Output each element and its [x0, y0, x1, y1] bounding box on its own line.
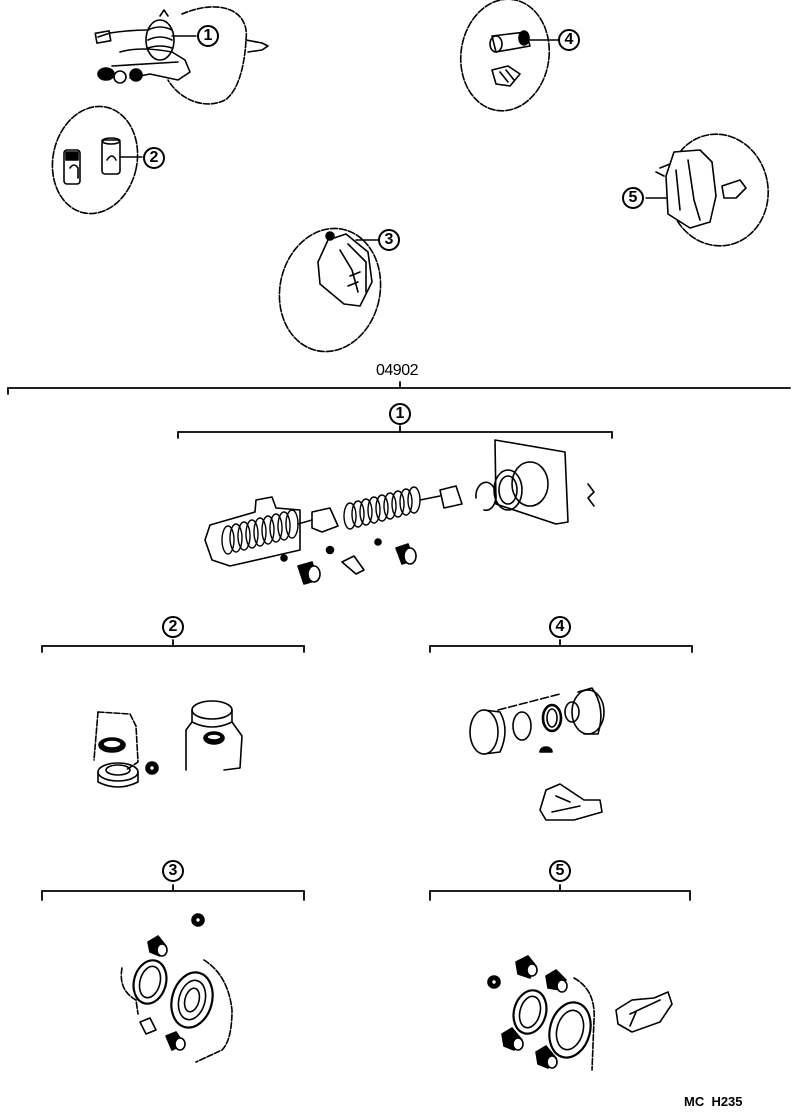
kit-group-1-bracket	[177, 425, 613, 439]
callout-5-overview: 5	[622, 187, 644, 209]
kit-group-5-parts	[487, 955, 673, 1071]
kit-main-bracket	[7, 381, 791, 395]
callout-number: 1	[395, 405, 405, 422]
figure-code: MC H235	[684, 1094, 743, 1109]
callout-5-group: 5	[549, 860, 571, 882]
kit-group-4-parts	[469, 687, 605, 821]
callout-number: 4	[555, 618, 565, 635]
kit-part-number: 04902	[376, 362, 419, 379]
overview-rear-caliper-illustration	[278, 227, 382, 353]
overview-drum-wheel-cylinder-illustration	[459, 0, 559, 112]
callout-4-group: 4	[549, 616, 571, 638]
kit-group-4-bracket	[429, 639, 693, 653]
callout-4-overview: 4	[558, 29, 580, 51]
callout-1-overview: 1	[197, 25, 219, 47]
overview-master-cylinder-illustration	[94, 6, 269, 105]
callout-number: 5	[628, 189, 638, 206]
callout-number: 3	[384, 231, 394, 248]
overview-front-caliper-illustration	[645, 133, 769, 247]
callout-2-group: 2	[162, 616, 184, 638]
kit-group-2-bracket	[41, 639, 305, 653]
kit-group-1-parts	[204, 439, 595, 585]
callout-2-overview: 2	[143, 147, 165, 169]
kit-group-2-parts	[93, 700, 243, 788]
kit-group-3-bracket	[41, 884, 305, 901]
callout-number: 2	[168, 618, 178, 635]
callout-number: 2	[149, 149, 159, 166]
kit-group-5-bracket	[429, 884, 691, 901]
callout-number: 3	[168, 862, 178, 879]
callout-number: 4	[564, 31, 574, 48]
callout-number: 5	[555, 862, 565, 879]
callout-1-group: 1	[389, 403, 411, 425]
kit-group-3-parts	[120, 913, 233, 1063]
overview-wheel-cylinders-illustration	[51, 105, 143, 215]
callout-3-overview: 3	[378, 229, 400, 251]
callout-number: 1	[203, 27, 213, 44]
callout-3-group: 3	[162, 860, 184, 882]
